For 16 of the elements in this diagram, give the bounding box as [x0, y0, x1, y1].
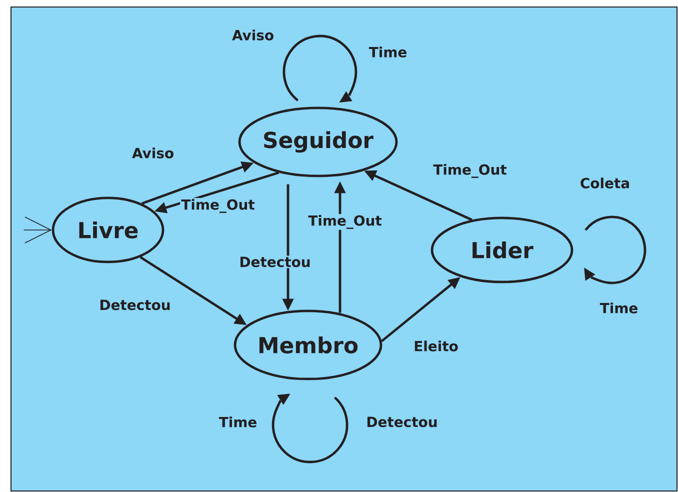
edge-label: Time_Out [432, 163, 508, 179]
edge-label: Time [218, 416, 258, 428]
edge-label: Time_Out [307, 214, 383, 230]
transition-label: Time [368, 46, 406, 58]
edge-label: Eleito [412, 340, 460, 352]
edge-label: Aviso [230, 28, 276, 42]
transition-label: Detectou [367, 416, 437, 428]
transition-label: Time [600, 302, 638, 314]
self-loop-arrow [584, 216, 646, 284]
self-loop-arrow [282, 34, 358, 102]
edge-label: Detectou [98, 298, 172, 312]
self-loop-arrow [272, 394, 348, 464]
edge-label: Aviso [130, 146, 176, 160]
edge-label: Coleta [578, 176, 632, 190]
edge-label: Time_Out [180, 198, 256, 214]
edge-label: Detectou [238, 256, 312, 268]
